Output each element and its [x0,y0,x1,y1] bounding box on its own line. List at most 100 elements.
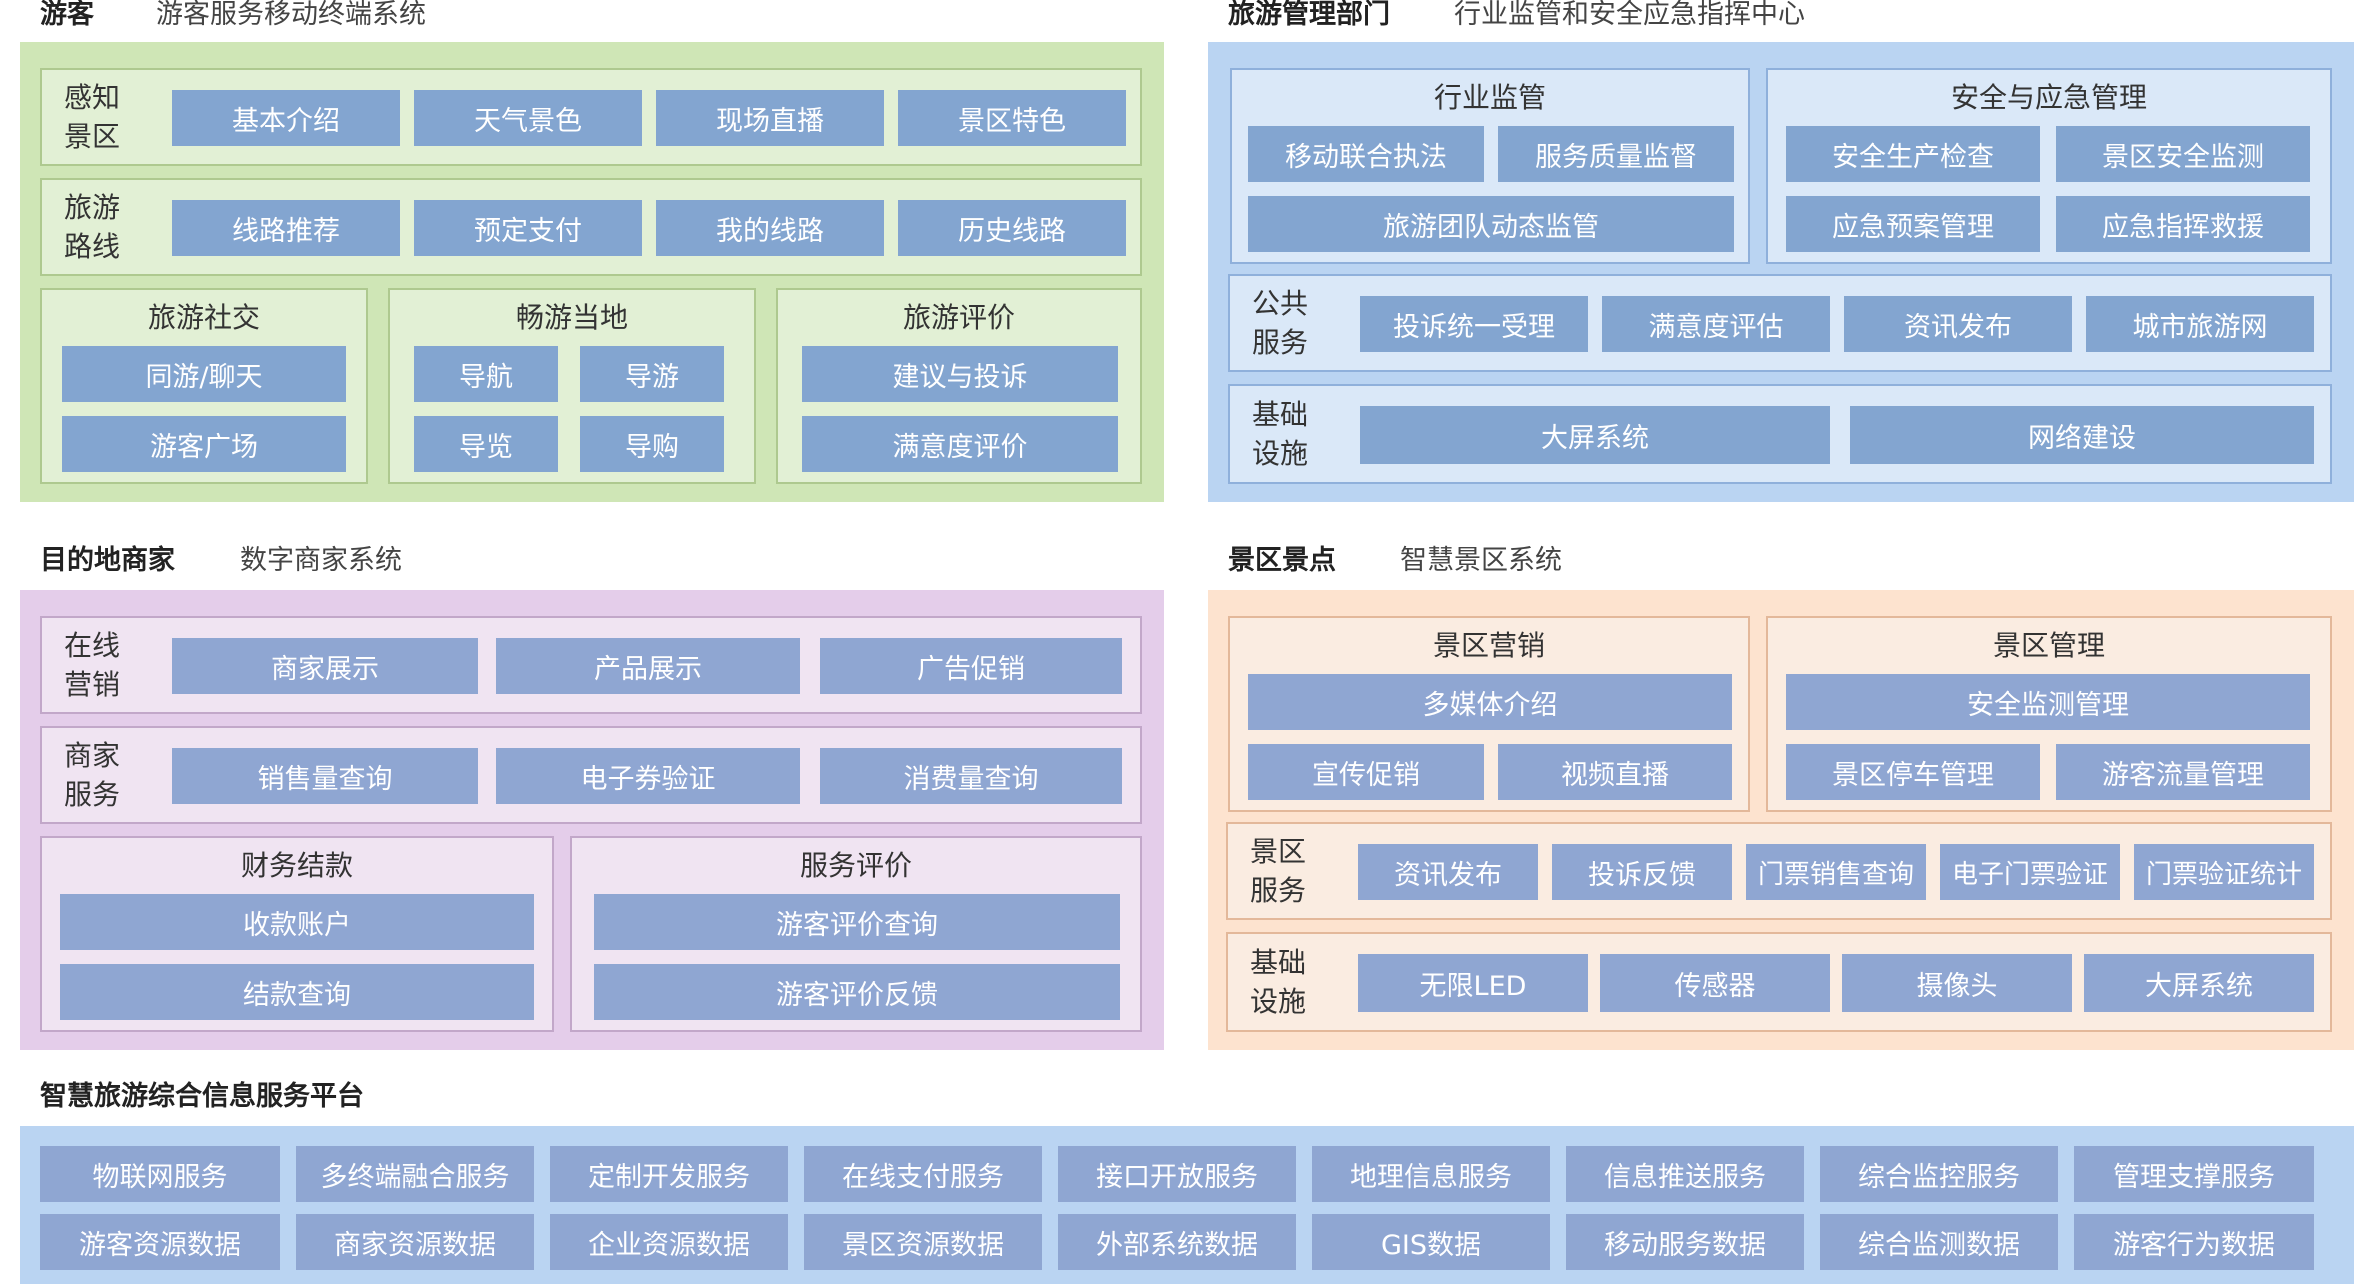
tourist-review-item[interactable]: 满意度评价 [802,416,1118,472]
tourist-perception-row: 感知 景区 基本介绍 天气景色 现场直播 景区特色 [40,68,1142,166]
platform-service-item[interactable]: 在线支付服务 [804,1146,1042,1202]
management-infra-item[interactable]: 大屏系统 [1360,406,1830,464]
platform-service-item[interactable]: 多终端融合服务 [296,1146,534,1202]
management-infra-item[interactable]: 网络建设 [1850,406,2314,464]
management-infra-label: 基础 设施 [1251,398,1308,470]
merchant-finance-item[interactable]: 结款查询 [60,964,534,1020]
tourist-section-title: 游客 [40,0,94,30]
tourist-perception-item[interactable]: 现场直播 [656,90,884,146]
tourist-social-item[interactable]: 同游/聊天 [62,346,346,402]
management-industry-item[interactable]: 移动联合执法 [1248,126,1484,182]
scenic-service-item[interactable]: 电子门票验证 [1940,844,2120,900]
platform-data-item[interactable]: 综合监测数据 [1820,1214,2058,1270]
management-safety-group: 安全与应急管理 安全生产检查 景区安全监测 应急预案管理 应急指挥救援 [1766,68,2332,264]
management-infra-row: 基础 设施 大屏系统 网络建设 [1228,384,2332,484]
tourist-social-title: 旅游社交 [147,301,260,334]
management-section-subtitle: 行业监管和安全应急指挥中心 [1454,0,1805,30]
scenic-marketing-item[interactable]: 视频直播 [1498,744,1732,800]
platform-service-item[interactable]: 物联网服务 [40,1146,280,1202]
tourist-section-subtitle: 游客服务移动终端系统 [156,0,426,30]
merchant-section-subtitle: 数字商家系统 [240,545,402,576]
scenic-infra-item[interactable]: 大屏系统 [2084,954,2314,1012]
management-industry-item[interactable]: 服务质量监督 [1498,126,1734,182]
scenic-infra-item[interactable]: 传感器 [1600,954,1830,1012]
platform-service-item[interactable]: 地理信息服务 [1312,1146,1550,1202]
management-public-item[interactable]: 满意度评估 [1602,296,1830,352]
platform-service-item[interactable]: 综合监控服务 [1820,1146,2058,1202]
tourist-review-item[interactable]: 建议与投诉 [802,346,1118,402]
management-public-item[interactable]: 投诉统一受理 [1360,296,1588,352]
scenic-service-item[interactable]: 门票验证统计 [2134,844,2314,900]
platform-title: 智慧旅游综合信息服务平台 [40,1081,364,1112]
scenic-infra-item[interactable]: 无限LED [1358,954,1588,1012]
scenic-section-subtitle: 智慧景区系统 [1400,545,1562,576]
tourist-route-item[interactable]: 我的线路 [656,200,884,256]
merchant-evaluation-item[interactable]: 游客评价反馈 [594,964,1120,1020]
tourist-route-item[interactable]: 历史线路 [898,200,1126,256]
merchant-marketing-item[interactable]: 产品展示 [496,638,800,694]
scenic-infra-row: 基础 设施 无限LED 传感器 摄像头 大屏系统 [1226,932,2332,1032]
scenic-service-item[interactable]: 投诉反馈 [1552,844,1732,900]
tourist-perception-item[interactable]: 景区特色 [898,90,1126,146]
tourist-social-group: 旅游社交 同游/聊天 游客广场 [40,288,368,484]
platform-service-item[interactable]: 接口开放服务 [1058,1146,1296,1202]
scenic-management-item[interactable]: 景区停车管理 [1786,744,2040,800]
management-safety-item[interactable]: 应急指挥救援 [2056,196,2310,252]
management-safety-item[interactable]: 应急预案管理 [1786,196,2040,252]
platform-data-item[interactable]: 景区资源数据 [804,1214,1042,1270]
merchant-finance-item[interactable]: 收款账户 [60,894,534,950]
scenic-management-item[interactable]: 安全监测管理 [1786,674,2310,730]
tourist-perception-item[interactable]: 天气景色 [414,90,642,146]
platform-service-item[interactable]: 信息推送服务 [1566,1146,1804,1202]
tourist-social-item[interactable]: 游客广场 [62,416,346,472]
platform-data-item[interactable]: GIS数据 [1312,1214,1550,1270]
scenic-marketing-title: 景区营销 [1432,629,1545,662]
tourist-local-item[interactable]: 导游 [580,346,724,402]
platform-data-item[interactable]: 游客行为数据 [2074,1214,2314,1270]
merchant-service-item[interactable]: 电子券验证 [496,748,800,804]
platform-data-item[interactable]: 商家资源数据 [296,1214,534,1270]
merchant-evaluation-item[interactable]: 游客评价查询 [594,894,1120,950]
tourist-local-title: 畅游当地 [515,301,628,334]
merchant-evaluation-group: 服务评价 游客评价查询 游客评价反馈 [570,836,1142,1032]
management-safety-item[interactable]: 景区安全监测 [2056,126,2310,182]
management-industry-item[interactable]: 旅游团队动态监管 [1248,196,1734,252]
tourist-route-item[interactable]: 预定支付 [414,200,642,256]
merchant-marketing-row: 在线 营销 商家展示 产品展示 广告促销 [40,616,1142,714]
merchant-service-item[interactable]: 销售量查询 [172,748,478,804]
merchant-service-label: 商家 服务 [63,739,120,811]
tourist-local-item[interactable]: 导览 [414,416,558,472]
tourist-route-label: 旅游 路线 [63,191,120,263]
management-public-item[interactable]: 城市旅游网 [2086,296,2314,352]
platform-service-item[interactable]: 管理支撑服务 [2074,1146,2314,1202]
scenic-marketing-item[interactable]: 宣传促销 [1248,744,1484,800]
scenic-marketing-item[interactable]: 多媒体介绍 [1248,674,1732,730]
tourist-route-row: 旅游 路线 线路推荐 预定支付 我的线路 历史线路 [40,178,1142,276]
scenic-service-item[interactable]: 资讯发布 [1358,844,1538,900]
scenic-service-label: 景区 服务 [1249,835,1306,907]
tourist-local-item[interactable]: 导购 [580,416,724,472]
management-safety-item[interactable]: 安全生产检查 [1786,126,2040,182]
scenic-panel: 景区营销 多媒体介绍 宣传促销 视频直播 景区管理 安全监测管理 景区停车管理 … [1208,590,2354,1050]
merchant-marketing-item[interactable]: 广告促销 [820,638,1122,694]
tourist-review-title: 旅游评价 [902,301,1015,334]
merchant-marketing-item[interactable]: 商家展示 [172,638,478,694]
platform-data-item[interactable]: 企业资源数据 [550,1214,788,1270]
scenic-management-item[interactable]: 游客流量管理 [2056,744,2310,800]
scenic-service-item[interactable]: 门票销售查询 [1746,844,1926,900]
merchant-service-item[interactable]: 消费量查询 [820,748,1122,804]
merchant-section-title: 目的地商家 [40,545,175,576]
tourist-perception-item[interactable]: 基本介绍 [172,90,400,146]
tourist-route-item[interactable]: 线路推荐 [172,200,400,256]
platform-data-item[interactable]: 游客资源数据 [40,1214,280,1270]
scenic-infra-item[interactable]: 摄像头 [1842,954,2072,1012]
scenic-marketing-group: 景区营销 多媒体介绍 宣传促销 视频直播 [1228,616,1750,812]
tourist-local-item[interactable]: 导航 [414,346,558,402]
platform-data-item[interactable]: 外部系统数据 [1058,1214,1296,1270]
platform-data-item[interactable]: 移动服务数据 [1566,1214,1804,1270]
tourist-perception-label: 感知 景区 [63,81,120,153]
platform-service-item[interactable]: 定制开发服务 [550,1146,788,1202]
management-public-item[interactable]: 资讯发布 [1844,296,2072,352]
management-industry-title: 行业监管 [1433,81,1546,114]
scenic-management-title: 景区管理 [1992,629,2105,662]
